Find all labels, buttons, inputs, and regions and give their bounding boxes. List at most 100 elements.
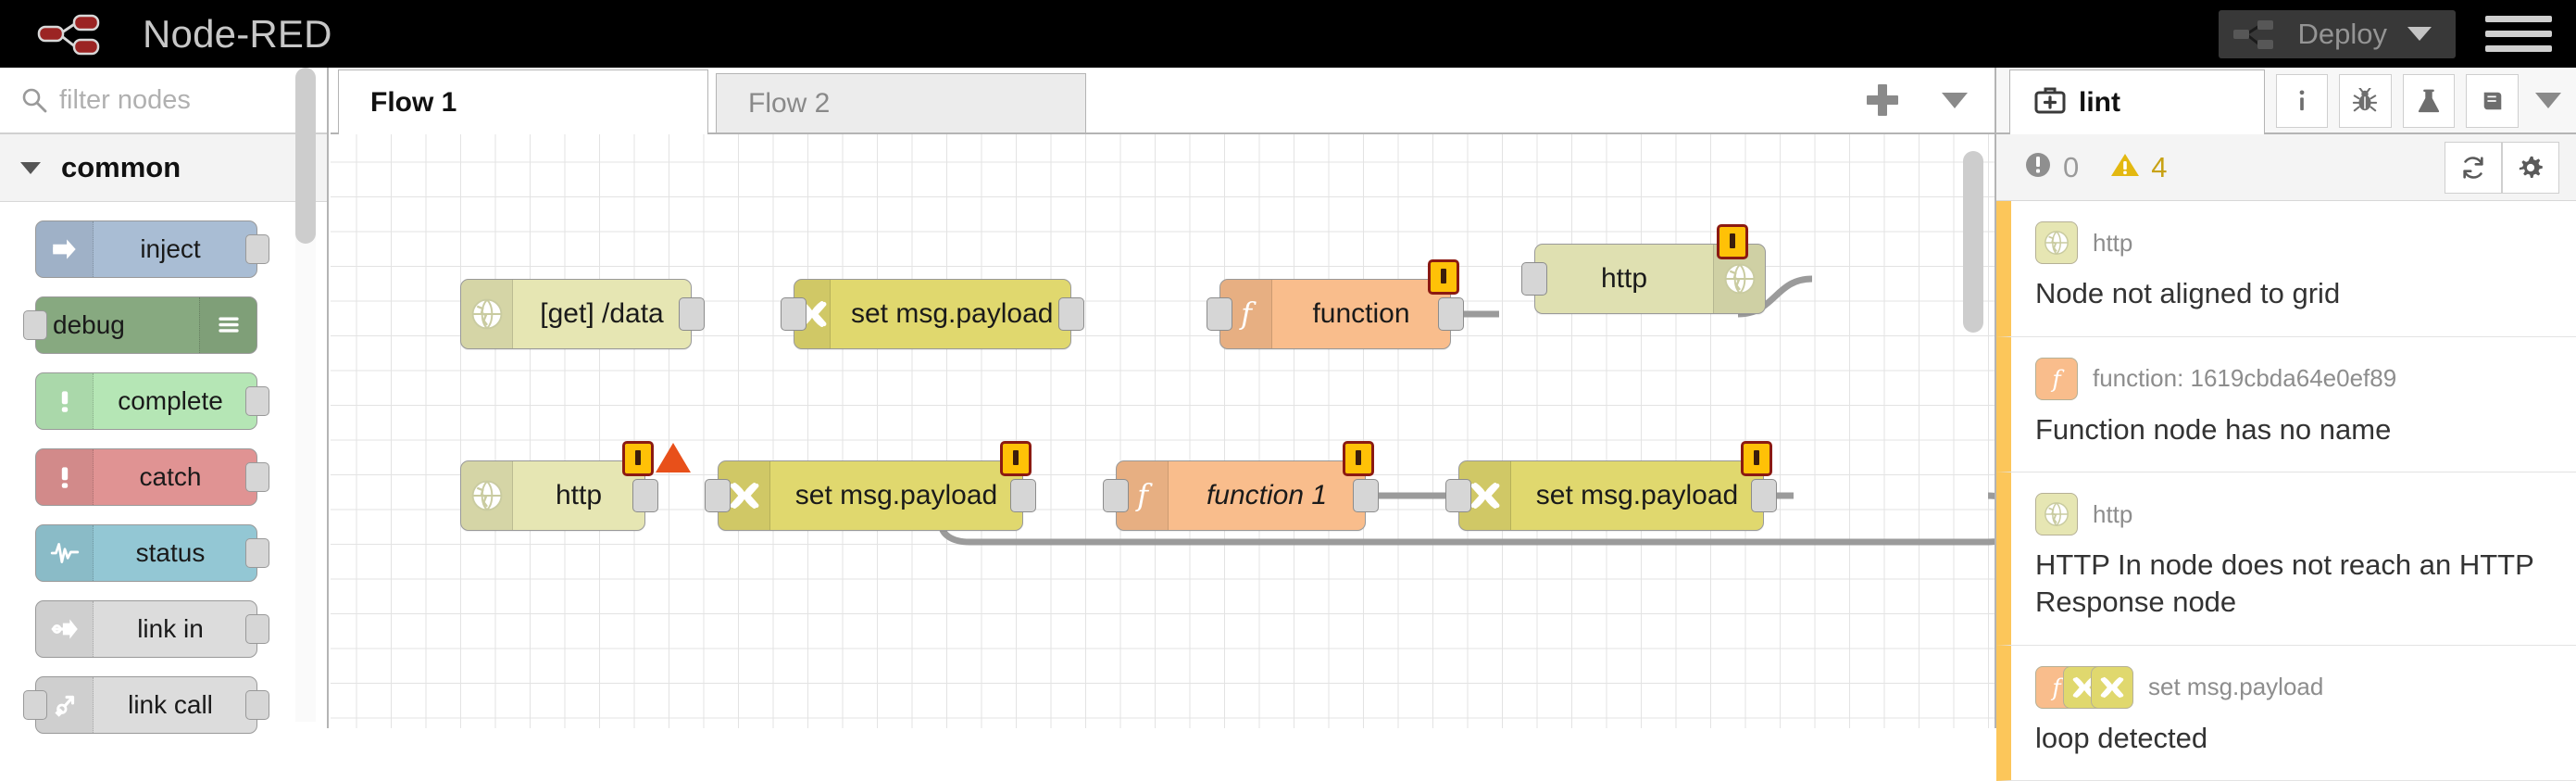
node-warning-badge[interactable] [622, 441, 654, 476]
flow-node-output-port[interactable] [1353, 479, 1379, 512]
palette-node-complete[interactable]: complete [35, 372, 257, 430]
book-icon[interactable] [2466, 74, 2519, 128]
exclamation-icon [36, 449, 94, 505]
canvas-scrollbar-thumb[interactable] [1963, 151, 1983, 333]
lint-actions [2445, 142, 2559, 194]
node-warning-badge[interactable] [1717, 224, 1748, 259]
palette-node-link-call[interactable]: link call [35, 676, 257, 734]
palette-node-port-out[interactable] [245, 538, 269, 568]
flow-node-change[interactable]: set msg.payload [794, 279, 1071, 349]
pulse-wave-icon [36, 525, 94, 581]
palette-node-label: link call [94, 690, 256, 720]
lint-message: Node not aligned to grid [2035, 275, 2552, 312]
node-warning-badge[interactable] [1428, 259, 1459, 295]
flow-node-http-in[interactable]: [get] /data [460, 279, 692, 349]
lint-node-chip-stack: f [2035, 666, 2133, 709]
tab-flow-1[interactable]: Flow 1 [338, 69, 708, 134]
tab-flow-2[interactable]: Flow 2 [716, 73, 1086, 132]
palette-node-status[interactable]: status [35, 524, 257, 582]
plus-icon [1867, 84, 1898, 116]
palette-node-catch[interactable]: catch [35, 448, 257, 506]
globe-icon [2035, 493, 2078, 535]
bug-icon[interactable] [2339, 74, 2392, 128]
lint-node-label: http [2093, 229, 2132, 258]
medical-kit-icon [2034, 86, 2066, 119]
chevron-down-icon [20, 162, 41, 174]
deploy-button[interactable]: Deploy [2219, 10, 2457, 58]
chevron-down-icon[interactable] [2407, 27, 2432, 41]
warning-triangle-icon [2110, 151, 2140, 183]
flow-node-output-port[interactable] [679, 297, 705, 331]
palette-node-port-in[interactable] [23, 310, 47, 340]
flow-node-output-port[interactable] [1010, 479, 1036, 512]
palette-node-port-out[interactable] [245, 614, 269, 644]
palette-node-label: complete [94, 386, 256, 416]
debug-lines-icon [199, 297, 256, 353]
palette-scrollbar-thumb[interactable] [295, 68, 316, 244]
flow-tabbar: Flow 1 Flow 2 [331, 68, 1995, 134]
arrow-right-icon [36, 221, 94, 277]
palette-search[interactable]: filter nodes [0, 68, 327, 134]
flow-node-http-in[interactable]: http [460, 460, 645, 531]
flow-node-input-port[interactable] [781, 297, 807, 331]
palette-node-port-out[interactable] [245, 386, 269, 416]
palette-node-port-out[interactable] [245, 234, 269, 264]
flow-menu-button[interactable] [1915, 68, 1995, 132]
flow-node-input-port[interactable] [705, 479, 731, 512]
flow-node-label: function 1 [1169, 480, 1365, 511]
gear-icon[interactable] [2502, 142, 2559, 194]
node-red-logo-icon [37, 10, 128, 58]
flow-node-input-port[interactable] [1445, 479, 1471, 512]
palette-node-inject[interactable]: inject [35, 220, 257, 278]
lint-message: HTTP In node does not reach an HTTP Resp… [2035, 547, 2552, 620]
flow-node-change[interactable]: set msg.payload [1458, 460, 1764, 531]
node-warning-badge[interactable] [1000, 441, 1032, 476]
palette-node-label: link in [94, 614, 256, 644]
search-input[interactable]: filter nodes [59, 85, 191, 116]
palette-node-label: catch [94, 462, 256, 492]
info-icon[interactable] [2276, 74, 2329, 128]
flow-node-output-port[interactable] [1751, 479, 1777, 512]
globe-icon [2035, 221, 2078, 264]
lint-item-header: http [2035, 221, 2552, 264]
change-icon [2091, 666, 2133, 709]
flow-node-output-port[interactable] [1438, 297, 1464, 331]
lint-message: Function node has no name [2035, 411, 2552, 448]
flow-node-label: set msg.payload [770, 480, 1022, 511]
hamburger-menu-icon[interactable] [2485, 7, 2552, 60]
flow-node-http-response[interactable]: http [1534, 244, 1766, 314]
node-warning-badge[interactable] [1343, 441, 1374, 476]
flow-node-input-port[interactable] [1521, 262, 1547, 296]
add-flow-button[interactable] [1850, 68, 1915, 132]
error-circle-icon [2024, 151, 2052, 183]
warning-count-group: 4 [2110, 151, 2167, 184]
chevron-down-icon[interactable] [2535, 93, 2561, 108]
palette-node-link-in[interactable]: link in [35, 600, 257, 658]
flow-node-change[interactable]: set msg.payload [718, 460, 1023, 531]
palette-category-common[interactable]: common [0, 134, 327, 202]
palette-node-port-in[interactable] [23, 690, 47, 720]
flow-node-output-port[interactable] [1058, 297, 1084, 331]
flow-node-input-port[interactable] [1207, 297, 1232, 331]
tab-lint[interactable]: lint [2009, 69, 2265, 134]
flow-node-label: http [1535, 263, 1713, 295]
node-changed-triangle-icon [656, 443, 691, 472]
link-in-icon [36, 601, 94, 657]
palette-node-debug[interactable]: debug [35, 296, 257, 354]
palette-node-port-out[interactable] [245, 462, 269, 492]
flow-node-output-port[interactable] [632, 479, 658, 512]
flow-node-label: http [513, 480, 644, 511]
palette-node-port-out[interactable] [245, 690, 269, 720]
flask-icon[interactable] [2403, 74, 2456, 128]
flow-node-input-port[interactable] [1103, 479, 1129, 512]
refresh-icon[interactable] [2445, 142, 2502, 194]
node-warning-badge[interactable] [1741, 441, 1772, 476]
